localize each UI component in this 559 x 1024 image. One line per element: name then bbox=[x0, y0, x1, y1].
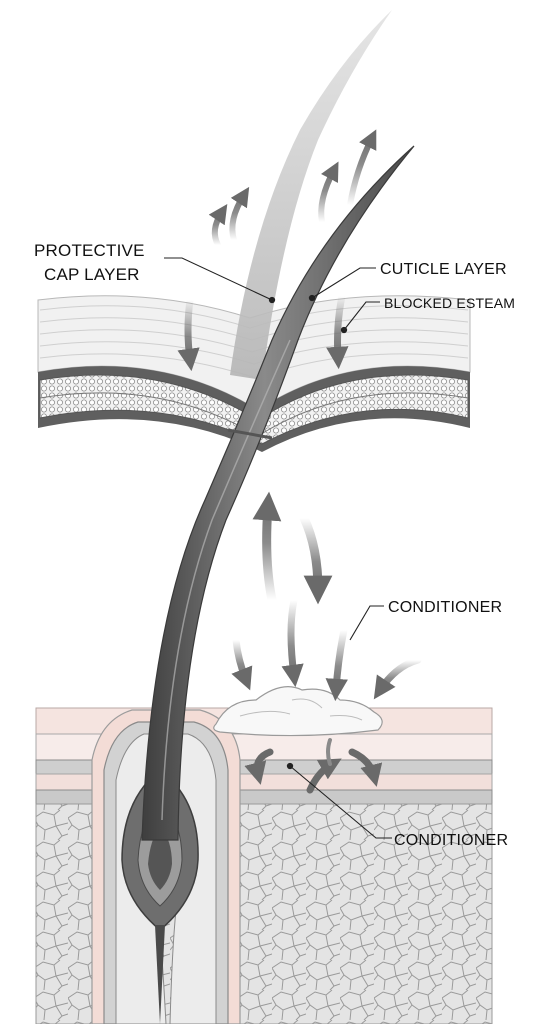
label-conditioner-lower: CONDITIONER bbox=[394, 832, 508, 849]
hair-shaft bbox=[141, 10, 415, 841]
label-protective-cap-line2: CAP LAYER bbox=[44, 265, 140, 284]
conditioner-blob bbox=[213, 686, 383, 737]
label-blocked-esteam: BLOCKED ESTEAM bbox=[384, 295, 515, 311]
label-protective-cap-line1: PROTECTIVE bbox=[34, 241, 145, 260]
label-conditioner-upper: CONDITIONER bbox=[388, 599, 502, 616]
label-cuticle-layer: CUTICLE LAYER bbox=[380, 261, 507, 278]
vapor-arrows bbox=[177, 129, 422, 794]
hair-follicle bbox=[91, 709, 241, 1024]
leader-lines bbox=[164, 257, 392, 839]
